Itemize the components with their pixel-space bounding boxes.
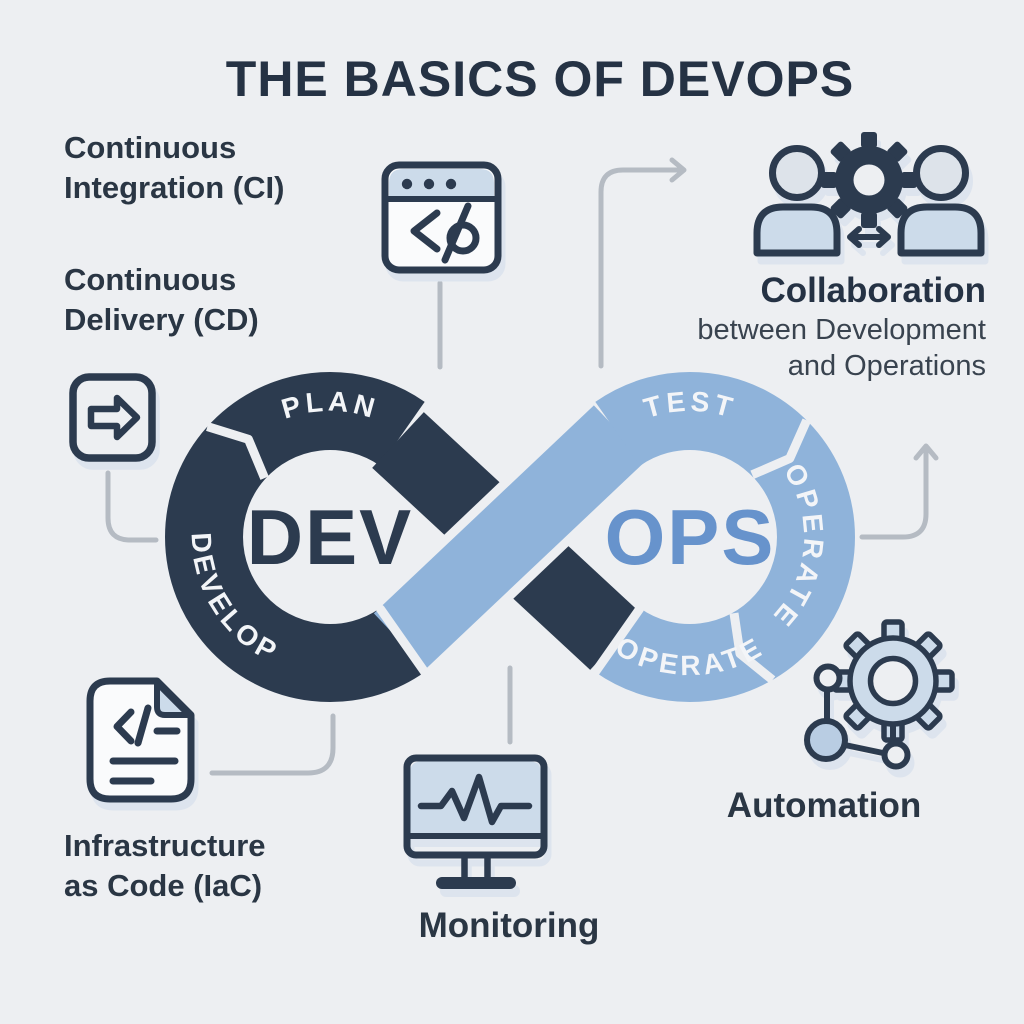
- code-browser-icon: [381, 161, 502, 274]
- gear-icon: [821, 132, 917, 228]
- connector-lines: [105, 157, 939, 776]
- label-continuous-delivery: Continuous Delivery (CD): [64, 262, 259, 338]
- dev-ring: [165, 372, 425, 702]
- ops-label: OPS: [605, 493, 776, 581]
- label-automation: Automation: [726, 786, 922, 825]
- connector-arrowicon-to-loop: [105, 470, 159, 543]
- person-left-icon: [753, 145, 841, 257]
- gap-ops-ring-start: [590, 604, 644, 677]
- connected-nodes-icon: [804, 663, 911, 770]
- monitoring-icon: [403, 754, 548, 889]
- automation-icon: [804, 619, 955, 770]
- collaboration-subtitle: between Development and Operations: [697, 314, 986, 383]
- arrowhead-right-icon: [669, 157, 687, 183]
- person-right-icon: [897, 145, 985, 257]
- label-monitoring: Monitoring: [418, 906, 600, 945]
- notch-dev-ring: [206, 422, 269, 480]
- connector-loop-to-up-arrow: [859, 445, 929, 540]
- collaboration-icon: [753, 132, 985, 257]
- label-continuous-integration: Continuous Integration (CI): [64, 130, 285, 206]
- deploy-arrow-icon: [69, 373, 156, 462]
- label-collaboration: Collaboration between Development and Op…: [697, 270, 986, 385]
- collaboration-title: Collaboration: [760, 271, 986, 310]
- notch-ops-ring-bottom: [729, 612, 776, 684]
- notch-ops-ring-top: [750, 418, 811, 479]
- ops-crossover-band: [373, 405, 647, 669]
- devops-infinity-loop: PLAN DEVELOP TEST OPERATE OPERATE DEV OP…: [165, 372, 855, 702]
- dev-label: DEV: [247, 493, 413, 581]
- gap-dev-ring-end: [376, 604, 430, 677]
- connector-loop-to-collaboration: [598, 167, 685, 369]
- connector-document-to-loop: [209, 713, 336, 776]
- label-infrastructure-as-code: Infrastructure as Code (IaC): [64, 828, 266, 904]
- ops-ring: [595, 372, 855, 702]
- exchange-arrow-icon: [847, 226, 891, 248]
- arrowhead-up-icon: [913, 443, 939, 461]
- page-title: THE BASICS OF DEVOPS: [225, 50, 855, 107]
- iac-document-icon: [86, 677, 195, 803]
